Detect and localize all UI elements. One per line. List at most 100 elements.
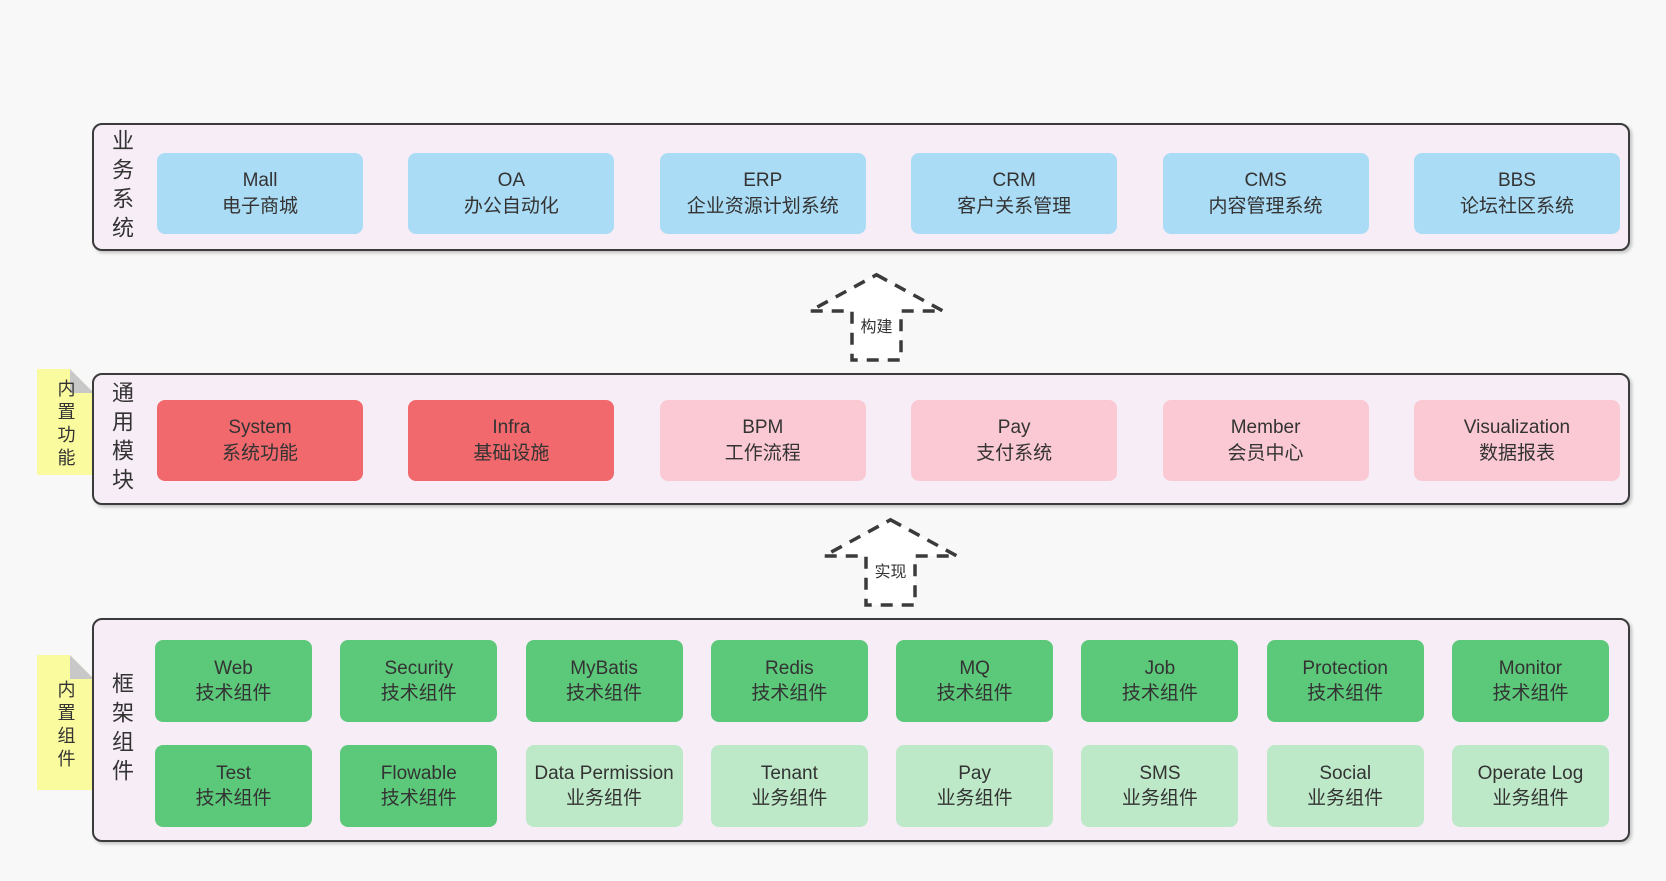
dashed-up-arrow-icon <box>823 517 958 607</box>
box-mybatis: MyBatis 技术组件 <box>525 640 683 722</box>
box-subtitle: 技术组件 <box>566 683 643 704</box>
box-title: ERP <box>743 170 783 192</box>
section-label-common-modules: 通用模块 <box>109 381 134 497</box>
box-title: Mall <box>242 170 278 192</box>
box-erp: ERP 企业资源计划系统 <box>659 153 866 234</box>
box-bbs: BBS 论坛社区系统 <box>1413 153 1620 234</box>
box-member: Member 会员中心 <box>1162 400 1369 481</box>
box-subtitle: 技术组件 <box>380 788 457 809</box>
box-subtitle: 企业资源计划系统 <box>686 195 839 217</box>
section-label-framework-components: 框架组件 <box>109 672 134 788</box>
box-title: Pay <box>958 762 991 784</box>
box-subtitle: 技术组件 <box>1307 683 1384 704</box>
box-subtitle: 业务组件 <box>1121 788 1198 809</box>
section-common-modules: 通用模块 System 系统功能 Infra 基础设施 BPM 工作流程 Pay… <box>92 373 1630 505</box>
box-title: CRM <box>992 170 1036 192</box>
box-subtitle: 内容管理系统 <box>1208 195 1323 217</box>
box-subtitle: 技术组件 <box>1121 683 1198 704</box>
section-framework-components: 框架组件 Web 技术组件 Security 技术组件 MyBatis 技术组件… <box>92 618 1630 842</box>
box-subtitle: 支付系统 <box>976 442 1053 464</box>
box-pay: Pay 支付系统 <box>911 400 1118 481</box>
box-pay-component: Pay 业务组件 <box>896 745 1054 827</box>
box-subtitle: 论坛社区系统 <box>1459 195 1574 217</box>
box-protection: Protection 技术组件 <box>1266 640 1424 722</box>
box-title: Monitor <box>1498 657 1563 679</box>
box-subtitle: 技术组件 <box>195 683 272 704</box>
box-title: Social <box>1319 762 1372 784</box>
box-title: MyBatis <box>570 657 638 679</box>
box-subtitle: 电子商城 <box>221 195 298 217</box>
sticky-note-label: 内置组件 <box>55 679 76 772</box>
box-title: Web <box>214 657 253 679</box>
business-systems-row: Mall 电子商城 OA 办公自动化 ERP 企业资源计划系统 CRM 客户关系… <box>157 153 1620 234</box>
box-data-permission: Data Permission 业务组件 <box>525 745 683 827</box>
box-bpm: BPM 工作流程 <box>659 400 866 481</box>
sticky-note-builtin-components: 内置组件 <box>37 655 94 790</box>
box-title: BBS <box>1497 170 1536 192</box>
box-subtitle: 系统功能 <box>221 442 298 464</box>
box-title: Job <box>1144 657 1176 679</box>
box-tenant: Tenant 业务组件 <box>710 745 868 827</box>
section-business-systems: 业务系统 Mall 电子商城 OA 办公自动化 ERP 企业资源计划系统 CRM… <box>92 123 1630 251</box>
box-subtitle: 客户关系管理 <box>957 195 1072 217</box>
box-cms: CMS 内容管理系统 <box>1162 153 1369 234</box>
box-subtitle: 业务组件 <box>1492 788 1569 809</box>
box-infra: Infra 基础设施 <box>408 400 615 481</box>
box-subtitle: 业务组件 <box>566 788 643 809</box>
box-subtitle: 业务组件 <box>936 788 1013 809</box>
box-subtitle: 会员中心 <box>1227 442 1304 464</box>
arrow-build-label: 构建 <box>808 313 945 337</box>
box-subtitle: 技术组件 <box>380 683 457 704</box>
box-title: Member <box>1230 417 1301 439</box>
box-subtitle: 基础设施 <box>473 442 550 464</box>
box-test: Test 技术组件 <box>155 745 312 827</box>
box-oa: OA 办公自动化 <box>408 153 615 234</box>
box-monitor: Monitor 技术组件 <box>1451 640 1609 722</box>
box-social: Social 业务组件 <box>1266 745 1424 827</box>
framework-components-row-2: Test 技术组件 Flowable 技术组件 Data Permission … <box>155 745 1609 827</box>
box-subtitle: 技术组件 <box>1492 683 1569 704</box>
box-title: Redis <box>765 657 814 679</box>
box-title: CMS <box>1244 170 1287 192</box>
box-subtitle: 数据报表 <box>1478 442 1555 464</box>
framework-components-row-1: Web 技术组件 Security 技术组件 MyBatis 技术组件 Redi… <box>155 640 1609 722</box>
box-title: Security <box>384 657 454 679</box>
box-web: Web 技术组件 <box>155 640 312 722</box>
box-title: Infra <box>492 417 531 439</box>
box-mall: Mall 电子商城 <box>157 153 363 234</box>
sticky-note-label: 内置功能 <box>55 379 76 471</box>
box-title: Tenant <box>760 762 818 784</box>
box-subtitle: 技术组件 <box>195 788 272 809</box>
box-crm: CRM 客户关系管理 <box>911 153 1118 234</box>
box-title: BPM <box>742 417 784 439</box>
arrow-implement: 实现 <box>822 517 959 607</box>
box-title: MQ <box>959 657 990 679</box>
dashed-up-arrow-icon <box>809 272 944 362</box>
box-sms: SMS 业务组件 <box>1081 745 1239 827</box>
box-system: System 系统功能 <box>157 400 363 481</box>
box-subtitle: 业务组件 <box>751 788 828 809</box>
section-label-business-systems: 业务系统 <box>109 129 134 245</box>
box-title: OA <box>497 170 526 192</box>
box-mq: MQ 技术组件 <box>896 640 1054 722</box>
box-title: Protection <box>1302 657 1388 679</box>
box-title: Flowable <box>380 762 457 784</box>
arrow-build: 构建 <box>808 272 945 362</box>
box-title: Pay <box>997 417 1031 439</box>
box-title: Test <box>216 762 251 784</box>
box-redis: Redis 技术组件 <box>710 640 868 722</box>
box-visualization: Visualization 数据报表 <box>1413 400 1620 481</box>
box-subtitle: 技术组件 <box>751 683 828 704</box>
box-operate-log: Operate Log 业务组件 <box>1451 745 1609 827</box>
box-title: Data Permission <box>534 762 674 784</box>
box-subtitle: 办公自动化 <box>463 195 559 217</box>
box-job: Job 技术组件 <box>1081 640 1239 722</box>
box-subtitle: 工作流程 <box>724 442 801 464</box>
box-title: SMS <box>1139 762 1181 784</box>
box-subtitle: 技术组件 <box>936 683 1013 704</box>
box-title: Visualization <box>1463 417 1571 439</box>
box-subtitle: 业务组件 <box>1307 788 1384 809</box>
sticky-note-builtin-features: 内置功能 <box>37 369 94 475</box>
common-modules-row: System 系统功能 Infra 基础设施 BPM 工作流程 Pay 支付系统… <box>157 400 1620 481</box>
arrow-implement-label: 实现 <box>822 558 959 582</box>
